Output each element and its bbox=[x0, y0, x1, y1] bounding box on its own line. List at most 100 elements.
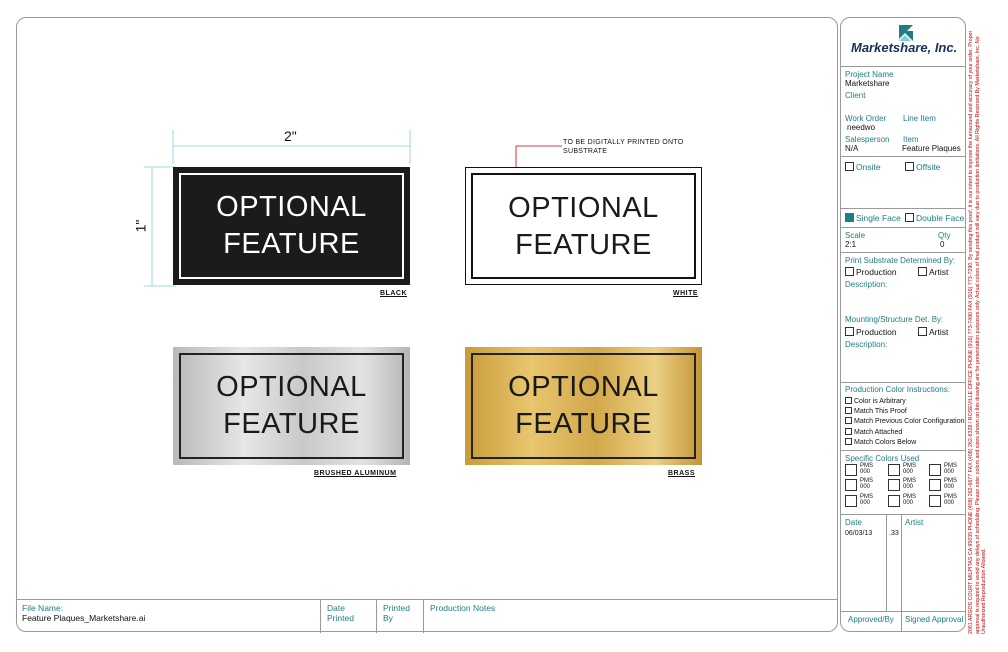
pms-label: PMS bbox=[860, 478, 874, 484]
print-callout: TO BE DIGITALLY PRINTED ONTO SUBSTRATE bbox=[563, 139, 684, 155]
caption-white: WHITE bbox=[673, 290, 699, 297]
qty: 0 bbox=[940, 240, 945, 249]
pms-value: 000 bbox=[860, 500, 871, 506]
date-printed-cell: Date Printed bbox=[321, 600, 377, 633]
client-label: Client bbox=[845, 91, 866, 100]
offsite-option[interactable]: Offsite bbox=[905, 162, 940, 172]
offsite-checkbox[interactable] bbox=[905, 162, 914, 171]
pms-swatch-box[interactable] bbox=[845, 464, 857, 476]
pms-swatch-box[interactable] bbox=[888, 495, 900, 507]
salesperson: N/A bbox=[845, 144, 859, 153]
project-name: Marketshare bbox=[845, 79, 890, 88]
onsite-checkbox[interactable] bbox=[845, 162, 854, 171]
color-option[interactable]: Match Previous Color Configuration bbox=[845, 417, 965, 425]
pms-swatch-box[interactable] bbox=[888, 464, 900, 476]
dimension-lines bbox=[144, 130, 562, 287]
width-dimension: 2" bbox=[284, 128, 297, 144]
mounting-production-option[interactable]: Production bbox=[845, 327, 897, 337]
date-printed-label: Date Printed bbox=[327, 603, 354, 623]
pms-value: 000 bbox=[944, 469, 955, 475]
single-face-checkbox[interactable] bbox=[845, 213, 854, 222]
plaque-line-1: OPTIONAL bbox=[508, 371, 659, 403]
pms-value: 000 bbox=[903, 500, 914, 506]
color-option-checkbox[interactable] bbox=[845, 438, 852, 445]
caption-black: BLACK bbox=[380, 290, 407, 297]
color-option[interactable]: Color is Arbitrary bbox=[845, 397, 906, 405]
mounting-label: Mounting/Structure Det. By: bbox=[845, 315, 944, 324]
plaque-black: OPTIONAL FEATURE bbox=[173, 167, 410, 285]
plaque-line-2: FEATURE bbox=[223, 408, 360, 440]
onsite-option[interactable]: Onsite bbox=[845, 162, 881, 172]
signed-approval-label: Signed Approval bbox=[905, 615, 964, 624]
color-option-checkbox[interactable] bbox=[845, 417, 852, 424]
print-substrate-label: Print Substrate Determined By: bbox=[845, 256, 956, 265]
work-order: needwo bbox=[847, 123, 876, 132]
date-label: Date bbox=[845, 518, 862, 527]
pms-label: PMS bbox=[944, 478, 958, 484]
pms-swatch-box[interactable] bbox=[929, 464, 941, 476]
mounting-production-checkbox[interactable] bbox=[845, 327, 854, 336]
legal-side-text: 2061 ARGOS COURT MILPITAS CA 95035 PHONE… bbox=[968, 30, 987, 634]
revision: .33 bbox=[889, 530, 899, 537]
pms-swatch-box[interactable] bbox=[888, 479, 900, 491]
pms-swatch-box[interactable] bbox=[929, 495, 941, 507]
company-name: Marketshare, Inc. bbox=[851, 40, 958, 55]
substrate-production-checkbox[interactable] bbox=[845, 267, 854, 276]
color-option[interactable]: Match Colors Below bbox=[845, 438, 916, 446]
pms-swatch-box[interactable] bbox=[929, 479, 941, 491]
item: Feature Plaques bbox=[902, 144, 961, 153]
plaque-brass: OPTIONAL FEATURE bbox=[465, 347, 702, 465]
mounting-artist-option[interactable]: Artist bbox=[918, 327, 948, 337]
plaque-brushed-aluminum: OPTIONAL FEATURE bbox=[173, 347, 410, 465]
approved-by-label: Approved/By bbox=[848, 615, 894, 624]
mounting-artist-checkbox[interactable] bbox=[918, 327, 927, 336]
plaque-line-2: FEATURE bbox=[515, 229, 652, 261]
caption-aluminum: BRUSHED ALUMINUM bbox=[314, 470, 397, 477]
pms-label: PMS bbox=[903, 463, 917, 469]
pms-value: 000 bbox=[860, 484, 871, 490]
production-notes-cell: Production Notes bbox=[424, 600, 834, 633]
caption-brass: BRASS bbox=[668, 470, 696, 477]
plaque-line-1: OPTIONAL bbox=[508, 192, 659, 224]
pms-value: 000 bbox=[903, 469, 914, 475]
double-face-checkbox[interactable] bbox=[905, 213, 914, 222]
substrate-artist-checkbox[interactable] bbox=[918, 267, 927, 276]
file-name-label: File Name: bbox=[22, 603, 64, 613]
substrate-artist-option[interactable]: Artist bbox=[918, 267, 948, 277]
qty-label: Qty bbox=[938, 231, 951, 240]
pms-swatch-box[interactable] bbox=[845, 495, 857, 507]
scale-label: Scale bbox=[845, 231, 866, 240]
pms-label: PMS bbox=[903, 478, 917, 484]
marketshare-logo-icon bbox=[899, 25, 913, 41]
color-option-checkbox[interactable] bbox=[845, 397, 852, 404]
color-option-checkbox[interactable] bbox=[845, 428, 852, 435]
file-name-cell: File Name: Feature Plaques_Marketshare.a… bbox=[16, 600, 321, 633]
plaque-line-2: FEATURE bbox=[515, 408, 652, 440]
production-color-label: Production Color Instructions: bbox=[845, 385, 950, 394]
pms-swatch-box[interactable] bbox=[845, 479, 857, 491]
salesperson-label: Salesperson bbox=[845, 135, 890, 144]
substrate-production-option[interactable]: Production bbox=[845, 267, 897, 277]
color-option[interactable]: Match Attached bbox=[845, 428, 902, 436]
color-option[interactable]: Match This Proof bbox=[845, 407, 907, 415]
pms-label: PMS bbox=[903, 494, 917, 500]
color-option-checkbox[interactable] bbox=[845, 407, 852, 414]
item-label: Item bbox=[903, 135, 919, 144]
pms-value: 000 bbox=[944, 500, 955, 506]
single-face-option[interactable]: Single Face bbox=[845, 213, 901, 223]
pms-value: 000 bbox=[903, 484, 914, 490]
pms-value: 000 bbox=[944, 484, 955, 490]
double-face-option[interactable]: Double Face bbox=[905, 213, 964, 223]
date: 06/03/13 bbox=[845, 530, 873, 537]
specific-colors-label: Specific Colors Used bbox=[845, 454, 920, 463]
height-dimension: 1" bbox=[132, 219, 149, 233]
